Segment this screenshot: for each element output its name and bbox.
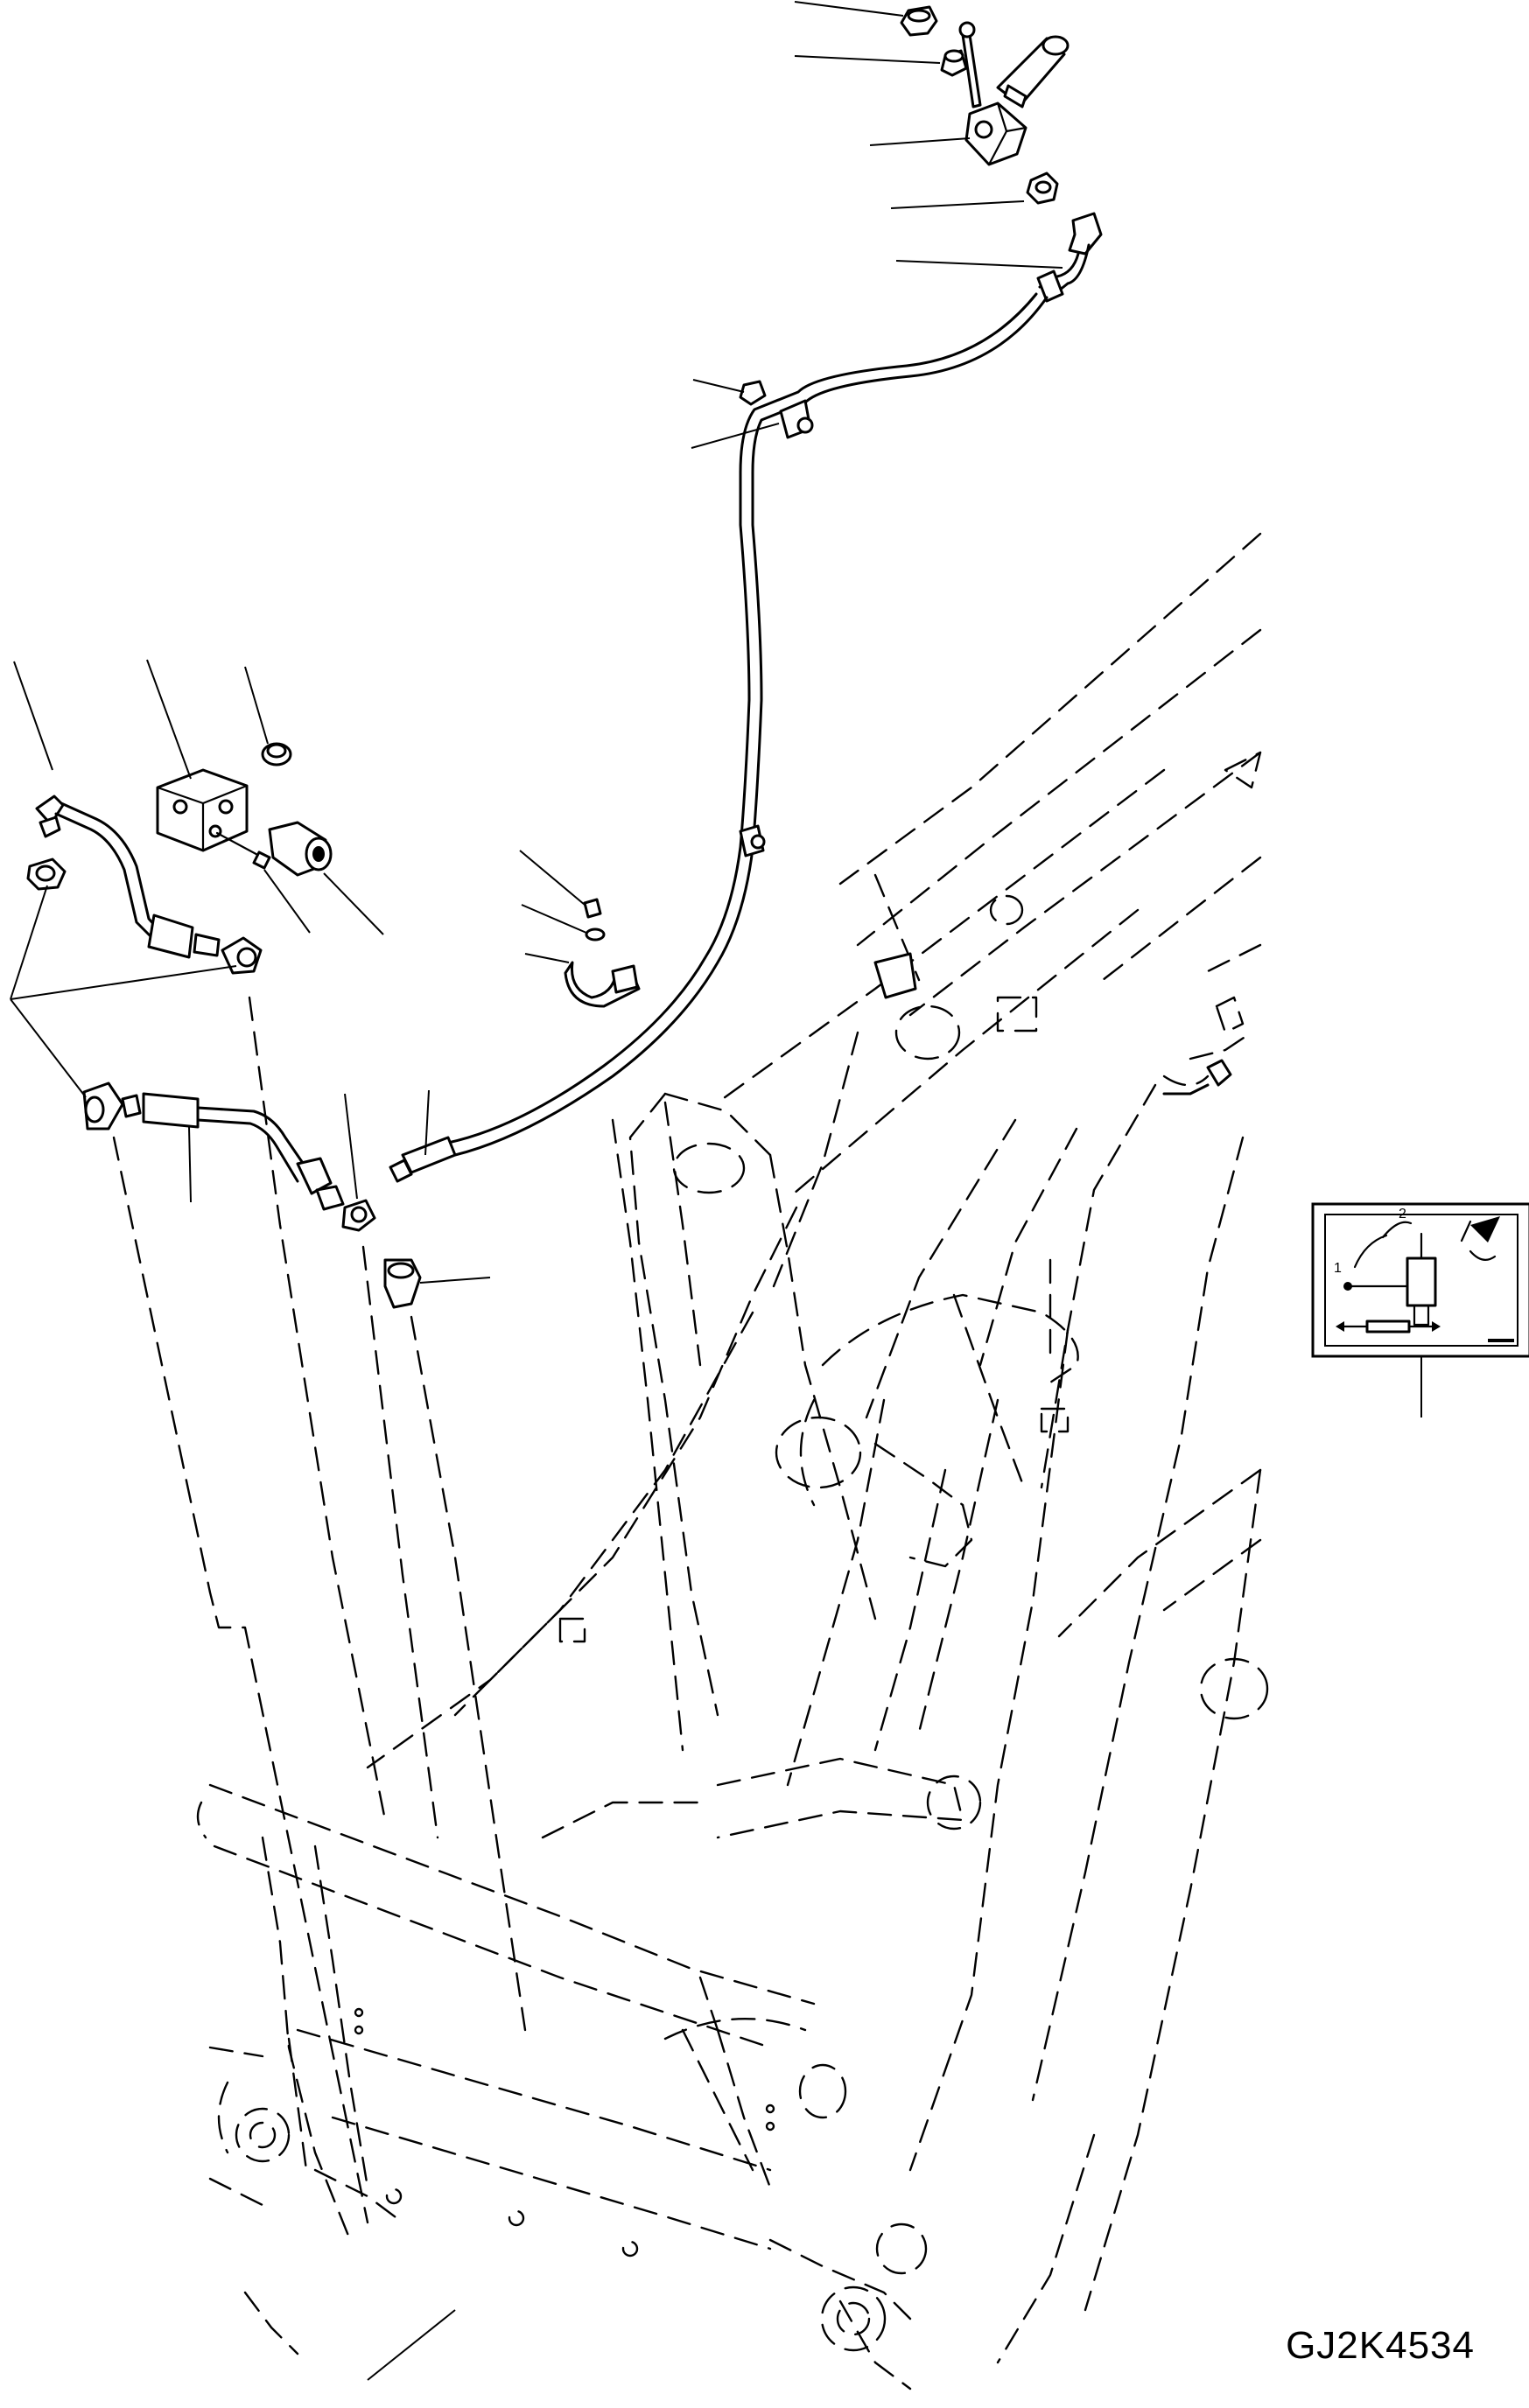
cap-nut-icon <box>900 5 938 37</box>
front-frame <box>196 1783 928 2390</box>
leader-lines <box>10 1 1422 2381</box>
tee-fitting-icon <box>268 821 333 877</box>
short-hose-upper <box>35 794 263 975</box>
cylinder-rod <box>873 952 917 999</box>
hose-clamp-icon <box>779 399 814 439</box>
junction-block-assembly <box>156 742 333 877</box>
pipe-lower-right <box>1162 1059 1232 1096</box>
long-hydraulic-hose <box>389 243 1091 1183</box>
drawing-code: GJ2K4534 <box>1286 2324 1475 2367</box>
routing-lines <box>112 996 527 2224</box>
union-nut-icon <box>1026 172 1059 205</box>
lift-arm <box>558 751 1269 1830</box>
decal-step-2: 2 <box>1399 1207 1406 1222</box>
top-valve-assembly <box>900 5 1103 256</box>
short-hose-lower <box>82 1082 376 1232</box>
bracket-assembly <box>564 898 641 1008</box>
fitting-icon <box>940 49 968 77</box>
hose-clamp-icon <box>739 824 766 858</box>
elbow-fitting-left <box>26 858 67 891</box>
elbow-fitting-bottom <box>383 1258 422 1309</box>
decal-step-1: 1 <box>1334 1261 1342 1276</box>
instruction-decal: 1 2 <box>1311 1202 1529 1358</box>
loader-frame-outline <box>366 532 1262 2364</box>
plug-icon <box>261 742 292 766</box>
